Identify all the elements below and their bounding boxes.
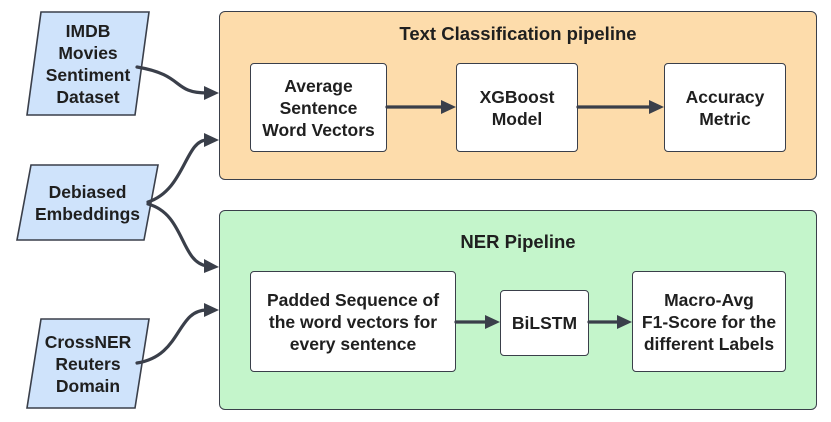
crossner-reuters-shape xyxy=(26,318,150,409)
padded-sequence-step: Padded Sequence of the word vectors for … xyxy=(250,271,456,372)
imdb-to-text-pipeline-arrowhead xyxy=(204,86,219,100)
debiased-embeddings-label: Debiased Embeddings xyxy=(34,181,140,224)
macro-avg-f1-step: Macro-Avg F1-Score for the different Lab… xyxy=(632,271,786,372)
crossner-reuters-input: CrossNER Reuters Domain xyxy=(25,318,151,409)
macro-avg-f1-label: Macro-Avg F1-Score for the different Lab… xyxy=(641,289,777,354)
imdb-dataset-label: IMDB Movies Sentiment Dataset xyxy=(45,20,131,107)
ner-pipeline-title: NER Pipeline xyxy=(460,231,576,252)
crossner-to-ner-pipeline-arrowhead xyxy=(204,303,219,317)
xgboost-model-step: XGBoost Model xyxy=(456,63,578,152)
crossner-reuters-label: CrossNER Reuters Domain xyxy=(44,331,132,396)
debiased-embeddings-input: Debiased Embeddings xyxy=(15,164,160,241)
average-sentence-word-vectors-label: Average Sentence Word Vectors xyxy=(262,75,375,140)
debiased-embeddings-shape xyxy=(16,164,159,241)
bilstm-label: BiLSTM xyxy=(511,313,578,333)
imdb-dataset-input: IMDB Movies Sentiment Dataset xyxy=(25,11,151,116)
padded-sequence-label: Padded Sequence of the word vectors for … xyxy=(266,289,440,354)
bilstm-step: BiLSTM xyxy=(500,290,589,356)
accuracy-metric-step: Accuracy Metric xyxy=(664,63,786,152)
debiased-to-text-pipeline-arrowhead xyxy=(204,133,219,147)
debiased-to-ner-pipeline-arrowhead xyxy=(204,259,219,273)
xgboost-model-label: XGBoost Model xyxy=(479,86,555,129)
accuracy-metric-label: Accuracy Metric xyxy=(685,86,765,129)
text-classification-pipeline-title: Text Classification pipeline xyxy=(399,23,637,44)
imdb-dataset-shape xyxy=(26,11,150,116)
average-sentence-word-vectors-step: Average Sentence Word Vectors xyxy=(250,63,387,152)
